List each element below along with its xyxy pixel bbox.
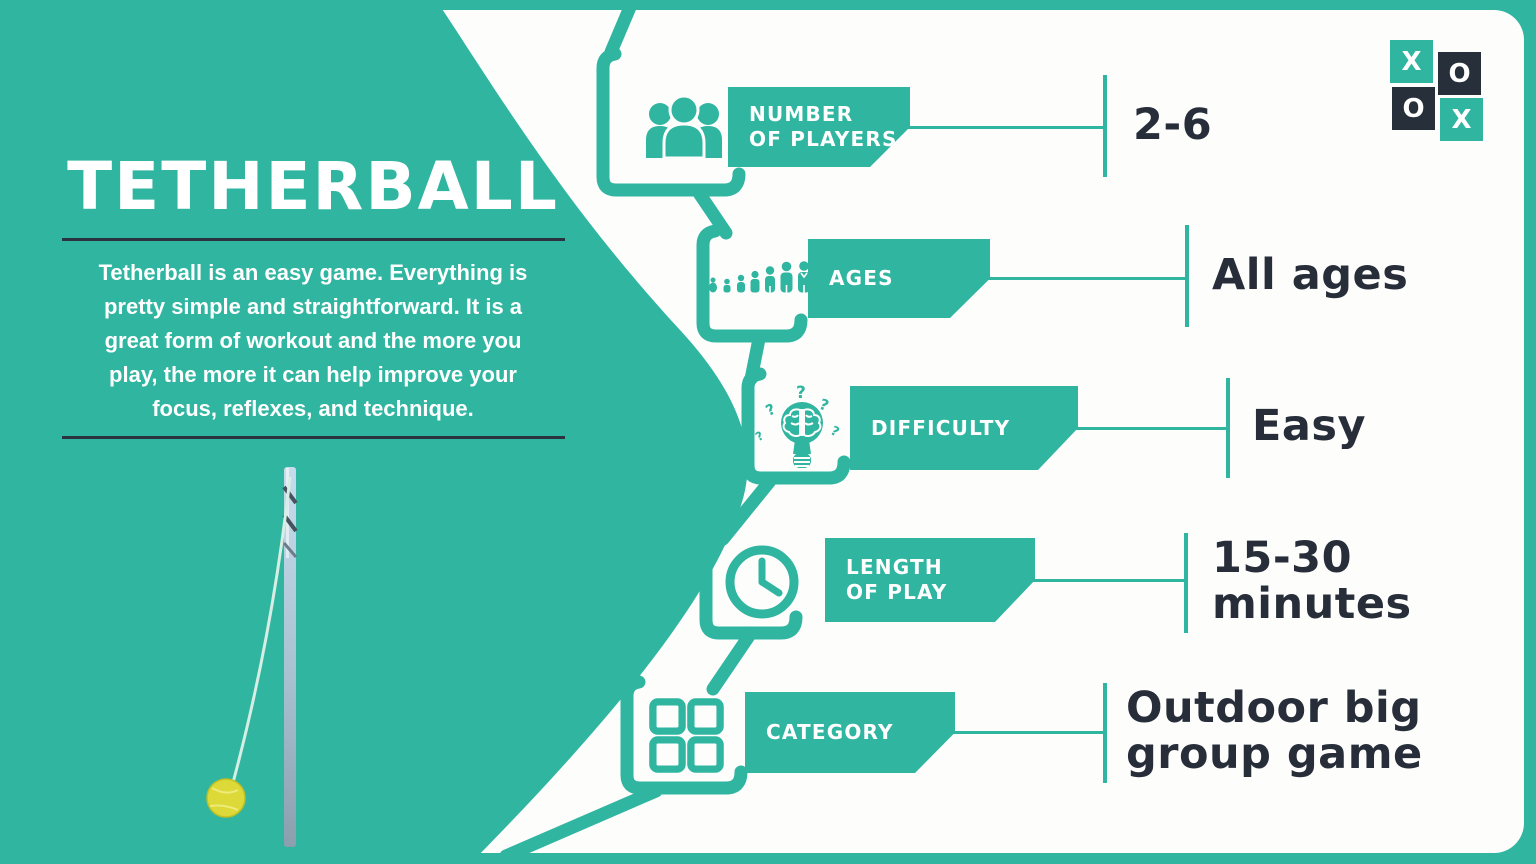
value-line: 15-30 xyxy=(1212,533,1353,583)
banner-label-line: OF PLAY xyxy=(846,580,948,604)
value-tick xyxy=(1103,683,1107,783)
value-line: group game xyxy=(1126,729,1423,779)
label-banner-length: LENGTH OF PLAY xyxy=(825,538,1035,622)
category-value: Outdoor big group game xyxy=(1126,685,1423,777)
svg-text:?: ? xyxy=(763,400,778,420)
description-line: pretty simple and straightforward. It is… xyxy=(103,294,523,319)
banner-label-line: DIFFICULTY xyxy=(871,415,1011,440)
category-icon xyxy=(649,698,724,773)
description-text: Tetherball is an easy game. Everything i… xyxy=(58,256,568,426)
value-line: Outdoor big xyxy=(1126,683,1422,733)
length-value: 15-30 minutes xyxy=(1212,535,1412,627)
connector-line xyxy=(951,731,1105,734)
connector-line xyxy=(1074,427,1228,430)
ages-icon xyxy=(709,261,810,293)
divider-line-top xyxy=(62,238,565,241)
banner-label-line: CATEGORY xyxy=(766,720,894,744)
value-tick xyxy=(1184,533,1188,633)
banner-label-line: LENGTH xyxy=(846,555,943,579)
page-title: TETHERBALL xyxy=(67,148,559,225)
banner-label-line: AGES xyxy=(829,266,894,290)
svg-text:?: ? xyxy=(817,395,831,415)
svg-text:?: ? xyxy=(828,424,842,441)
logo-cell-o: O xyxy=(1438,52,1481,95)
label-banner-ages: AGES xyxy=(808,239,990,318)
value-line: 2-6 xyxy=(1133,100,1213,150)
description-line: focus, reflexes, and technique. xyxy=(152,396,474,421)
description-line: play, the more it can help improve your xyxy=(109,362,517,387)
label-banner-category: CATEGORY xyxy=(745,692,955,773)
difficulty-value: Easy xyxy=(1252,403,1366,449)
label-banner-players: NUMBER OF PLAYERS xyxy=(728,87,910,167)
connector-line xyxy=(1031,579,1186,582)
logo-letter: O xyxy=(1402,93,1425,124)
value-tick xyxy=(1185,225,1189,327)
players-icon xyxy=(646,96,722,158)
value-line: Easy xyxy=(1252,401,1367,451)
logo-letter: O xyxy=(1448,58,1471,89)
description-line: great form of workout and the more you xyxy=(104,328,522,353)
svg-text:?: ? xyxy=(754,428,766,444)
logo-letter: X xyxy=(1451,104,1472,135)
value-line: All ages xyxy=(1212,250,1409,300)
connector-line xyxy=(986,277,1187,280)
label-banner-difficulty: DIFFICULTY xyxy=(850,386,1078,470)
logo-cell-x: X xyxy=(1390,40,1433,83)
logo-letter: X xyxy=(1401,46,1422,77)
tetherball-pole-image xyxy=(206,467,298,847)
divider-line-bottom xyxy=(62,436,565,439)
value-line: minutes xyxy=(1212,579,1412,629)
description-line: Tetherball is an easy game. Everything i… xyxy=(98,260,528,285)
value-tick xyxy=(1226,378,1230,478)
value-tick xyxy=(1103,75,1107,177)
logo-cell-o: O xyxy=(1392,87,1435,130)
clock-icon xyxy=(725,545,799,619)
players-value: 2-6 xyxy=(1133,102,1212,148)
banner-label-line: OF PLAYERS xyxy=(749,127,898,151)
connector-line xyxy=(906,126,1105,129)
difficulty-icon: ? ? ? ? ? xyxy=(754,383,842,468)
ages-value: All ages xyxy=(1212,252,1408,298)
xo-logo: X O O X xyxy=(1390,40,1486,142)
banner-label-line: NUMBER xyxy=(749,102,854,126)
svg-text:?: ? xyxy=(796,383,806,403)
logo-cell-x: X xyxy=(1440,98,1483,141)
